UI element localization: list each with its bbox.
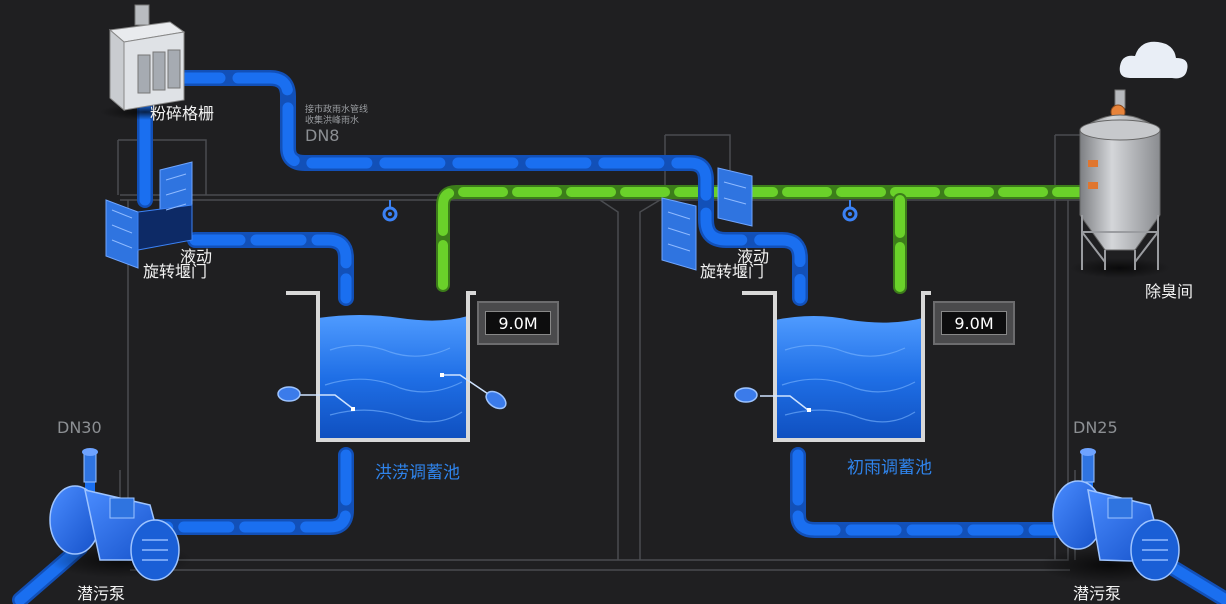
first-rain-pool-label: 初雨调蓄池	[847, 458, 932, 478]
pump-icon[interactable]	[1038, 448, 1182, 583]
valve-icon[interactable]	[382, 200, 398, 222]
dn25-label: DN25	[1073, 418, 1118, 437]
pump-icon[interactable]	[48, 448, 192, 581]
gate-right-label-1: 液动	[737, 247, 770, 266]
level-display-right: 9.0M	[933, 301, 1015, 345]
level-value-right: 9.0M	[941, 311, 1007, 335]
valve-icon[interactable]	[842, 200, 858, 222]
pipe-note-line1: 接市政雨水管线	[305, 105, 369, 115]
flood-pool-label: 洪涝调蓄池	[375, 463, 460, 483]
gate-right-label-2: 旋转堰门	[700, 262, 765, 281]
green-pipe	[436, 185, 1087, 294]
gate-left-label-2: 旋转堰门	[143, 262, 208, 281]
level-display-left: 9.0M	[477, 301, 559, 345]
dn8-label: DN8	[305, 126, 340, 145]
pump-right-label: 潜污泵	[1073, 584, 1122, 603]
deodorizer-tank-icon[interactable]	[1070, 89, 1170, 278]
level-value-left: 9.0M	[485, 311, 551, 335]
structure-outline	[117, 134, 1085, 571]
float-icon	[277, 386, 758, 410]
grinder-icon[interactable]	[100, 4, 190, 120]
cloud-icon	[1119, 41, 1188, 79]
grinder-label: 粉碎格栅	[150, 104, 215, 123]
deodor-room-label: 除臭间	[1145, 282, 1194, 301]
flood-storage-pool	[286, 291, 476, 442]
pump-left-label: 潜污泵	[77, 584, 126, 603]
gate-icon[interactable]	[661, 167, 753, 271]
pipe-note-line2: 收集洪峰雨水	[305, 116, 360, 126]
gate-left-label-1: 液动	[180, 247, 213, 266]
blue-pipes	[12, 70, 1226, 604]
first-rain-storage-pool	[742, 291, 931, 442]
dn30-label: DN30	[57, 418, 102, 437]
gate-icon[interactable]	[105, 161, 193, 269]
